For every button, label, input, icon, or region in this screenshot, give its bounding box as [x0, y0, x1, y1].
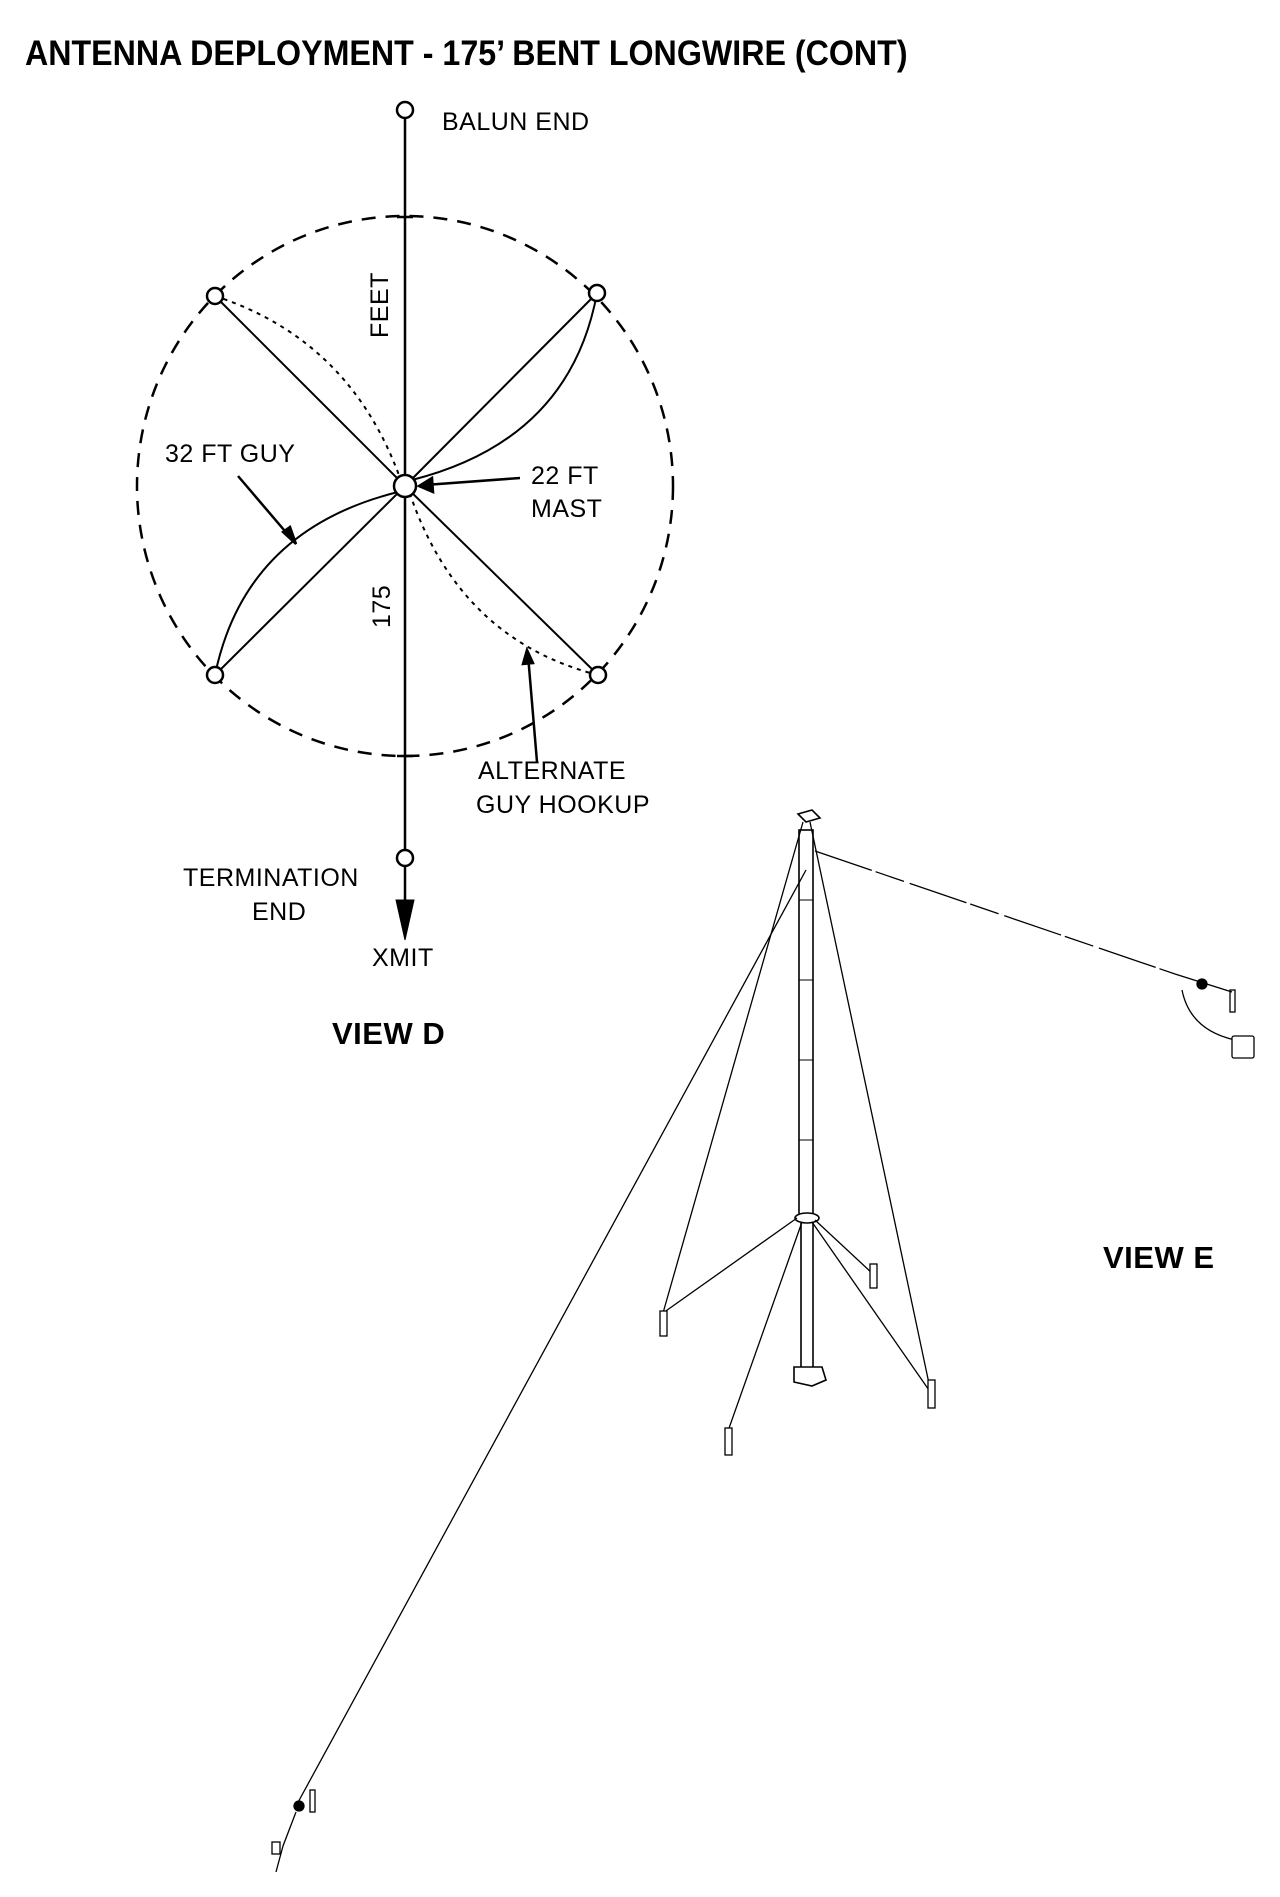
mast-label-line1: 22 FT: [531, 462, 599, 490]
guy-ring: [794, 1212, 820, 1224]
xmit-label: XMIT: [372, 944, 434, 972]
view-e-illustration: [271, 809, 1255, 1873]
termination-assembly: [271, 1789, 316, 1873]
termination-end-marker: [395, 848, 415, 868]
page-title: ANTENNA DEPLOYMENT - 175’ BENT LONGWIRE …: [25, 34, 908, 73]
alternate-label-line2: GUY HOOKUP: [476, 791, 651, 819]
length-label: 175: [368, 584, 396, 628]
mast-marker: [392, 473, 418, 499]
mast-base: [793, 1366, 827, 1387]
view-d-label: VIEW D: [332, 1016, 446, 1051]
xmit-arrow-icon: [395, 899, 415, 941]
guy-lines: [214, 292, 599, 676]
view-e-label: VIEW E: [1103, 1240, 1215, 1275]
mast-top: [796, 809, 822, 823]
balun-box: [1231, 1035, 1255, 1059]
guy-stakes: [659, 1263, 936, 1456]
mast-label-line2: MAST: [531, 495, 603, 523]
termination-label-line1: TERMINATION: [183, 864, 359, 892]
feet-label: FEET: [366, 272, 394, 338]
guy-label: 32 FT GUY: [165, 440, 296, 468]
balun-end-label: BALUN END: [442, 108, 590, 136]
callout-arrows: [237, 475, 539, 763]
guy-anchors: [205, 283, 608, 685]
alternate-label-line1: ALTERNATE: [478, 757, 627, 785]
balun-assembly: [1174, 973, 1255, 1059]
view-d-diagram: [135, 100, 675, 941]
mast: [798, 829, 814, 1221]
termination-label-line2: END: [252, 898, 307, 926]
view-e-guys: [295, 821, 1176, 1807]
balun-end-marker: [395, 100, 415, 120]
guy-radius-circle: [135, 214, 675, 758]
